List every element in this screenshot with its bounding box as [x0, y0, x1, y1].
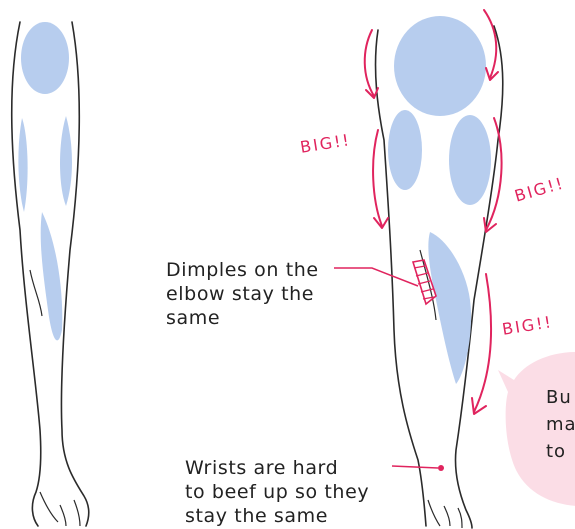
right-tricep-muscle [449, 115, 491, 205]
wrists-leader-line [392, 466, 438, 468]
left-bicep-muscle [18, 118, 27, 212]
dimples-label-line1: Dimples on the [166, 258, 319, 282]
right-arm-hand [428, 500, 462, 528]
dimples-label-line3: same [166, 306, 319, 330]
bubble-line3: to [546, 438, 575, 465]
dimples-label: Dimples on the elbow stay the same [166, 258, 319, 330]
dimples-label-line2: elbow stay the [166, 282, 319, 306]
dimples-leader-line [334, 268, 418, 286]
wrists-label-line3: stay the same [185, 504, 369, 528]
speech-bubble-text: Bu ma to [546, 384, 575, 465]
right-shoulder-muscle [394, 16, 486, 116]
wrists-label: Wrists are hard to beef up so they stay … [185, 456, 369, 528]
wrists-label-line2: to beef up so they [185, 480, 369, 504]
right-bicep-muscle [388, 110, 422, 190]
wrists-label-line1: Wrists are hard [185, 456, 369, 480]
left-forearm-muscle [41, 212, 63, 340]
left-arm-hand [40, 492, 80, 526]
arrow-shoulder-right [484, 10, 498, 80]
left-arm-inner-line [30, 270, 42, 316]
bubble-line2: ma [546, 411, 575, 438]
wrist-marker [438, 465, 444, 471]
left-shoulder-muscle [21, 22, 69, 94]
left-arm [12, 22, 89, 526]
left-tricep-muscle [60, 116, 72, 206]
bubble-line1: Bu [546, 384, 575, 411]
right-arm [376, 16, 503, 528]
